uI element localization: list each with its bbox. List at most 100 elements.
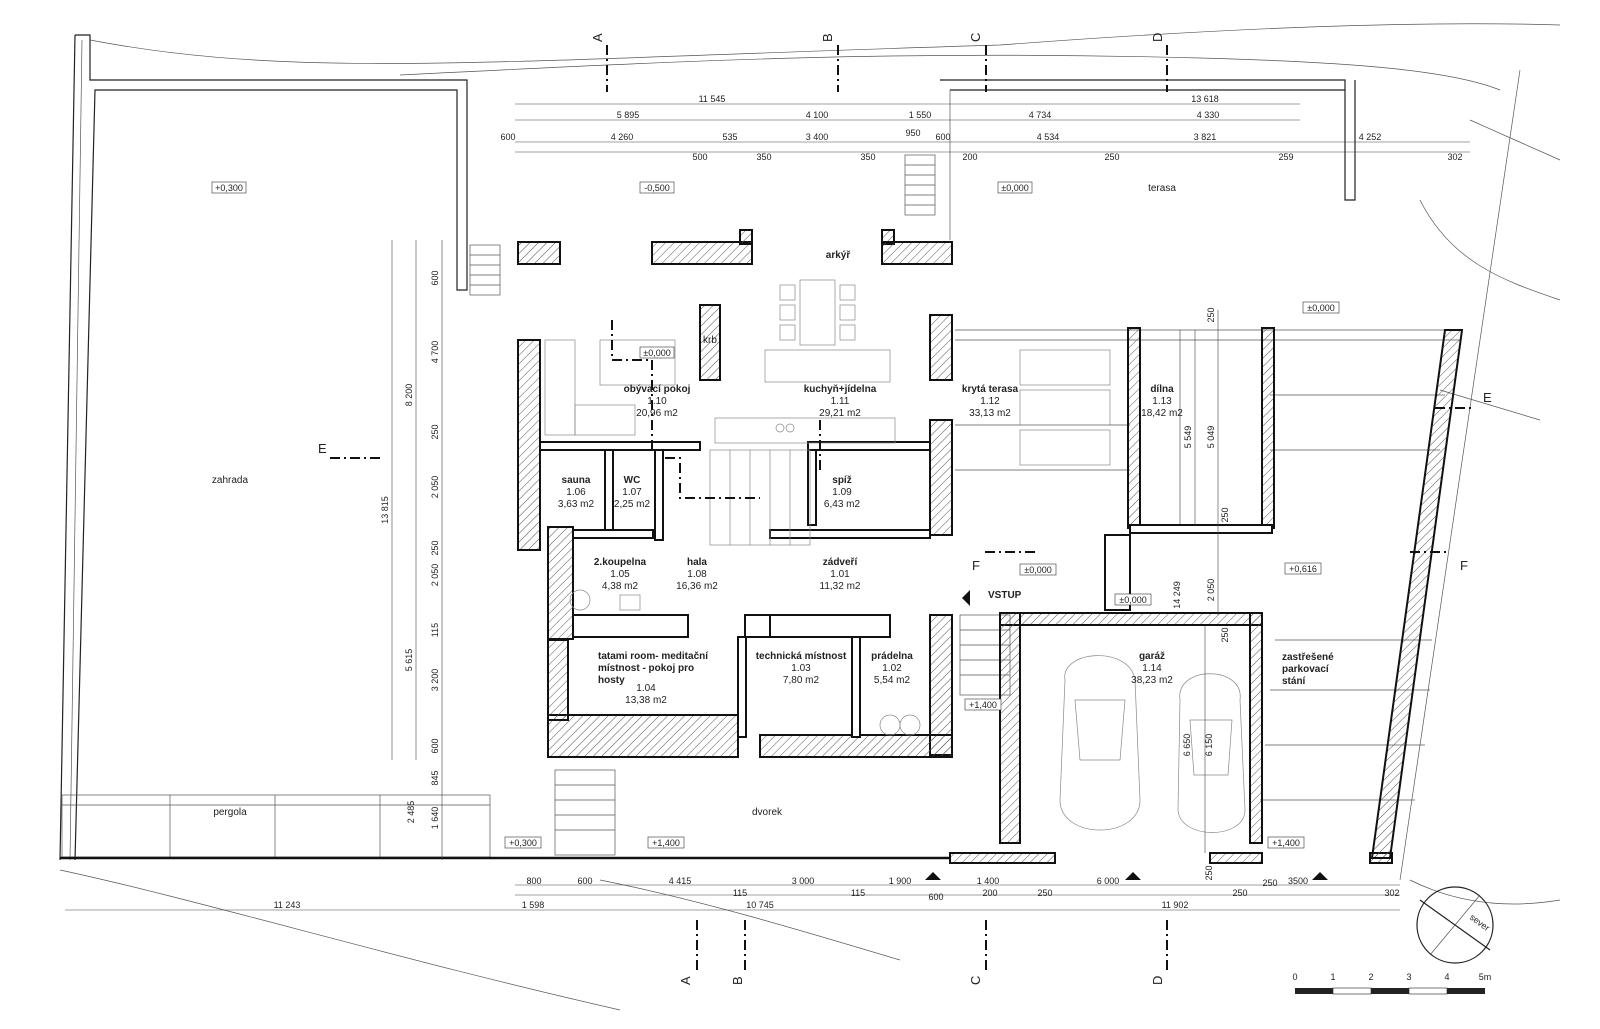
scale-label: 0 [1292,972,1297,982]
section-lines [330,45,1475,970]
room-tatami-name-3: hosty [598,675,625,686]
room-kryta-terasa-area: 33,13 m2 [969,408,1011,419]
dim-label: 6 650 [1182,734,1192,757]
north-label: sever [1468,912,1492,933]
room-parking-name-2: parkovací [1282,664,1330,675]
level-label: ±0,000 [1307,303,1334,313]
room-tatami-area: 13,38 m2 [625,695,667,706]
room-obyvaci-area: 20,96 m2 [636,408,678,419]
dim-label: 115 [430,623,440,637]
dimension-lines [65,103,1470,911]
dim-label: 3 000 [792,876,815,886]
dim-label: 4 330 [1197,110,1220,120]
room-dilna-area: 18,42 m2 [1141,408,1183,419]
section-a-bottom: A [678,976,693,985]
section-d-bottom: D [1150,976,1165,985]
dim-label: 950 [905,128,920,138]
dim-label: 259 [1278,152,1293,162]
dim-label: 250 [1220,627,1230,642]
room-garaz-num: 1.14 [1142,663,1162,674]
room-obyvaci-name: obývací pokoj [624,384,691,395]
room-pradelna-area: 5,54 m2 [874,675,911,686]
section-c-top: C [968,33,983,42]
dim-label: 5 049 [1206,426,1216,449]
dim-label: 350 [860,152,875,162]
section-d-top: D [1150,33,1165,42]
section-f-right: F [1460,558,1468,573]
section-e-right: E [1483,390,1492,405]
entry-triangles [925,590,1328,880]
dim-label: 250 [430,540,440,555]
dim-label: 2 485 [406,801,416,824]
level-label: +1,400 [652,838,680,848]
room-technicka-name: technická místnost [756,651,847,662]
room-arkyr-name: arkýř [826,250,851,261]
room-technicka-num: 1.03 [791,663,811,674]
room-hala-name: hala [687,557,707,568]
dim-label: 14 249 [1172,581,1182,609]
dim-label: 250 [1232,888,1247,898]
room-technicka-area: 7,80 m2 [783,675,820,686]
section-f-left: F [972,558,980,573]
level-label: ±0,000 [1001,183,1028,193]
dim-label: 845 [430,770,440,785]
label-krb: krb [703,335,717,346]
room-dilna-num: 1.13 [1152,396,1172,407]
north-arrow [1416,886,1494,964]
terasa-outline [940,79,1356,240]
room-hala-num: 1.08 [687,569,707,580]
dim-label: 1 400 [977,876,1000,886]
garden-wall [59,34,468,861]
room-wc-name: WC [624,475,641,486]
dim-label: 2 050 [1206,579,1216,602]
site-lines [59,23,1561,1011]
cars [1059,655,1246,833]
dim-label: 4 100 [806,110,829,120]
level-label: +0,300 [215,183,243,193]
dim-label: 5 895 [617,110,640,120]
dim-label: 535 [722,132,737,142]
dim-label: 4 534 [1037,132,1060,142]
room-zadveri-num: 1.01 [830,569,850,580]
dim-label: 250 [1262,878,1277,888]
room-spiz-area: 6,43 m2 [824,499,861,510]
level-label: ±0,000 [1024,565,1051,575]
room-kuchyn-area: 29,21 m2 [819,408,861,419]
label-zahrada: zahrada [212,475,249,486]
level-label: ±0,000 [1119,595,1146,605]
scale-label: 1 [1330,972,1335,982]
dim-label: 800 [526,876,541,886]
dim-label: 11 243 [274,900,301,910]
room-zadveri-name: zádveří [823,557,859,568]
dim-label: 250 [1037,888,1052,898]
section-c-bottom: C [968,976,983,985]
dim-label: 350 [756,152,771,162]
room-koupelna-area: 4,38 m2 [602,581,639,592]
level-boxes [211,181,1340,849]
dim-label: 4 415 [669,876,692,886]
dim-label: 1 598 [522,900,545,910]
dim-label: 600 [430,270,440,285]
dim-label: 6 000 [1097,876,1120,886]
dim-label: 5 615 [404,649,414,672]
label-dvorek: dvorek [752,807,783,818]
room-parking-name-1: zastřešené [1282,652,1334,663]
dim-label: 250 [430,424,440,439]
room-obyvaci-num: 1.10 [647,396,667,407]
dim-label: 250 [1104,152,1119,162]
room-kryta-terasa-num: 1.12 [980,396,1000,407]
dim-label: 600 [430,738,440,753]
room-zadveri-area: 11,32 m2 [820,581,861,592]
dim-label: 200 [962,152,977,162]
room-kuchyn-num: 1.11 [831,396,850,407]
room-pradelna-num: 1.02 [882,663,902,674]
room-koupelna-name: 2.koupelna [594,557,647,568]
section-e-left: E [318,441,327,456]
room-sauna-name: sauna [562,475,591,486]
scale-label: 2 [1368,972,1373,982]
room-kryta-terasa-name: krytá terasa [962,384,1019,395]
scale-label: 5m [1479,972,1492,982]
level-label: +1,400 [1272,838,1300,848]
dim-label: 600 [935,132,950,142]
